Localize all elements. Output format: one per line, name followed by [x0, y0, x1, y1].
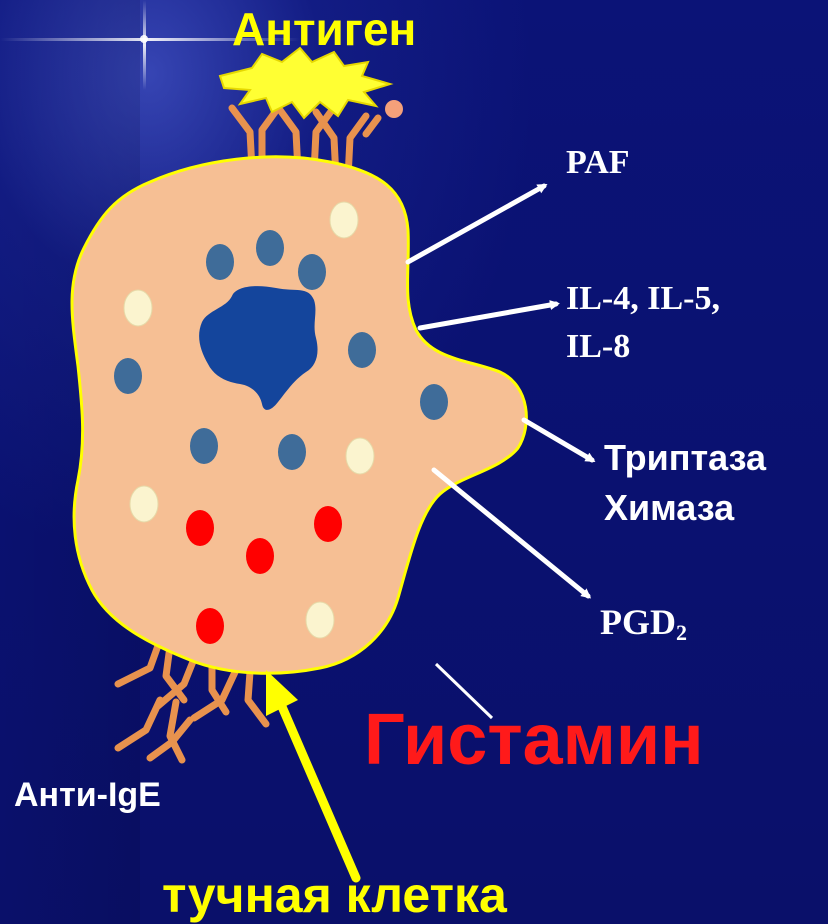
mast-cell-pointer-arrow — [266, 670, 356, 878]
arrow-pgd2 — [434, 470, 588, 596]
pgd2-label: PGD2 — [600, 604, 687, 644]
pgd2-base: PGD — [600, 602, 676, 642]
arrow-paf — [408, 186, 544, 262]
pgd2-subscript: 2 — [676, 620, 687, 645]
small-antigen-dot — [385, 100, 403, 118]
arrow-interleukins — [420, 304, 556, 328]
antigen-label: Антиген — [232, 6, 416, 52]
interleukins-label-line2: IL-8 — [566, 330, 630, 364]
antigen-burst — [220, 48, 390, 118]
tryptase-label: Триптаза — [604, 440, 766, 476]
anti-ige-label: Анти-IgE — [14, 778, 161, 812]
paf-label: PAF — [566, 146, 630, 180]
mast-cell-label: тучная клетка — [162, 870, 507, 920]
interleukins-label-line1: IL-4, IL-5, — [566, 282, 720, 316]
chymase-label: Химаза — [604, 490, 734, 526]
histamine-label: Гистамин — [364, 704, 704, 776]
arrow-tryptase — [524, 420, 592, 460]
